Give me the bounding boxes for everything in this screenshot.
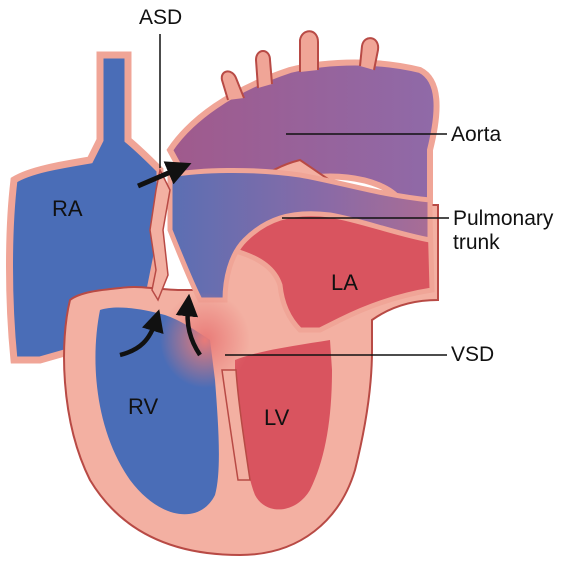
left-ventricle-label: LV: [264, 405, 289, 430]
pulmonary-trunk-label: Pulmonary trunk: [453, 207, 553, 255]
left-atrium-label: LA: [331, 270, 358, 295]
pulmonary-label-line2: trunk: [453, 231, 553, 255]
asd-label: ASD: [139, 6, 182, 30]
aorta-label: Aorta: [451, 123, 501, 147]
vsd-label: VSD: [451, 343, 494, 367]
pulmonary-label-line1: Pulmonary: [453, 207, 553, 231]
right-ventricle-label: RV: [128, 394, 158, 419]
right-atrium-label: RA: [52, 196, 83, 221]
